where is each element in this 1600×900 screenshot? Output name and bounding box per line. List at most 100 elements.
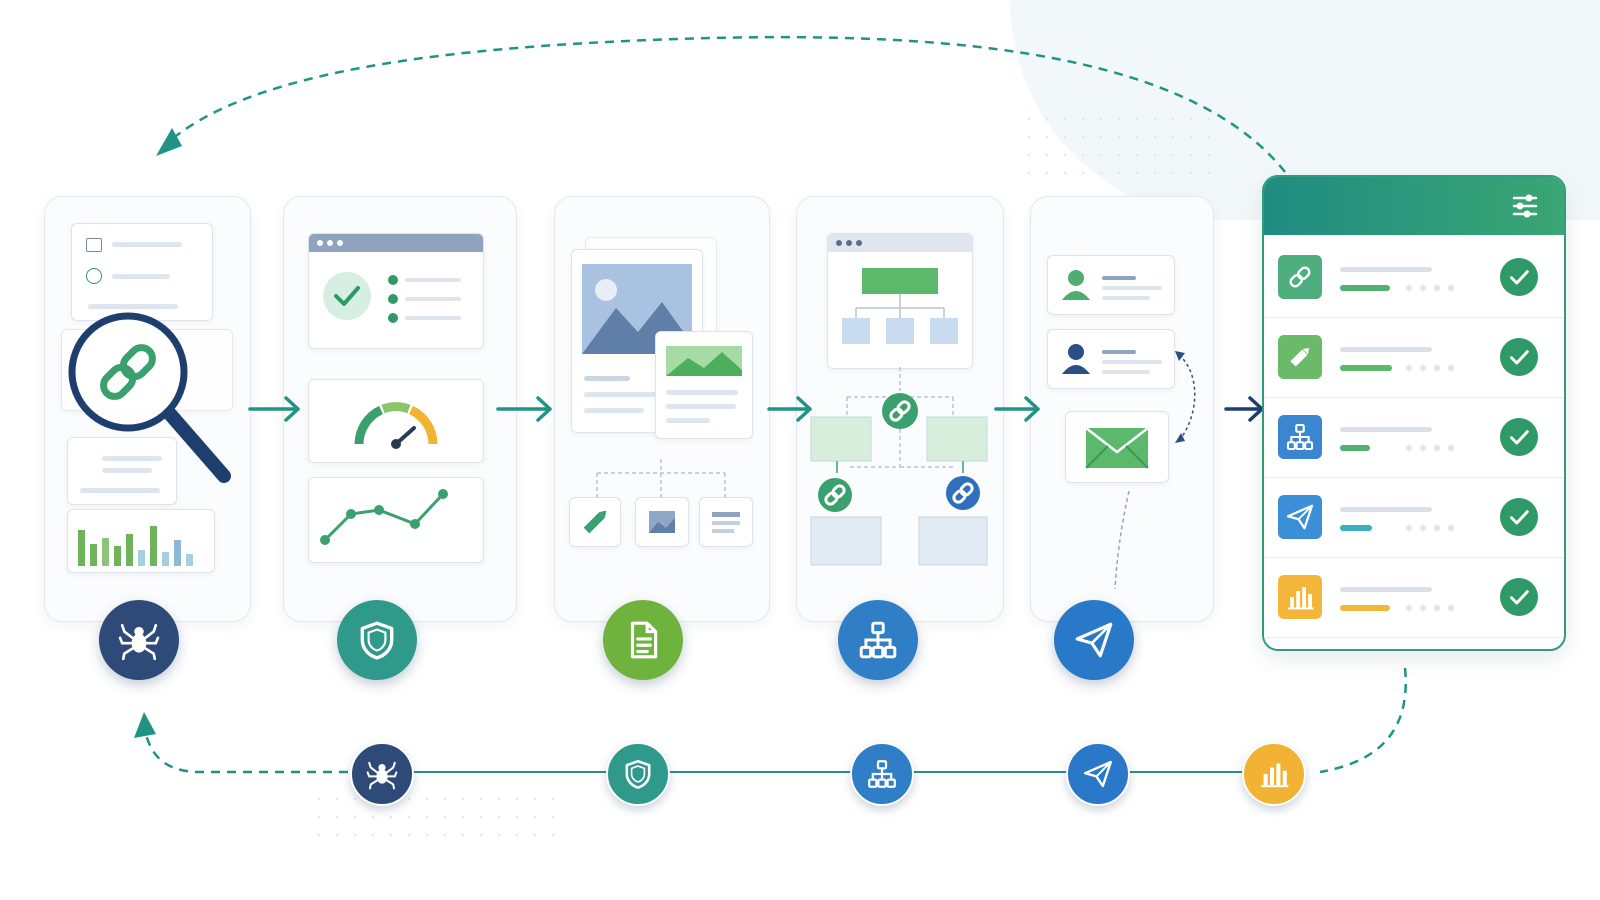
check-circle-icon — [1500, 258, 1538, 296]
result-tile — [1278, 335, 1322, 379]
progress-dot — [1420, 285, 1426, 291]
shield-icon — [625, 759, 651, 789]
progress-dot — [1420, 605, 1426, 611]
result-tile — [1278, 495, 1322, 539]
progress-dot — [1406, 525, 1412, 531]
timeline-send-icon[interactable] — [1066, 742, 1130, 806]
progress-dot — [1406, 605, 1412, 611]
progress-dot — [1448, 605, 1454, 611]
bar-chart-thumbnail — [67, 509, 215, 573]
progress-dot — [1434, 365, 1440, 371]
stage-card-outreach — [1030, 196, 1214, 622]
progress-dot — [1420, 365, 1426, 371]
checklist-window — [308, 233, 484, 349]
results-panel — [1262, 175, 1566, 651]
sitemap-icon — [868, 760, 896, 788]
pencil-tile — [569, 497, 621, 547]
result-row[interactable] — [1264, 397, 1564, 478]
stage-spider-icon[interactable] — [99, 600, 179, 680]
sitemap-icon — [1286, 423, 1314, 451]
progress-dot — [1406, 285, 1412, 291]
progress-dot — [1434, 285, 1440, 291]
progress-dot — [1448, 525, 1454, 531]
results-panel-header — [1264, 177, 1564, 235]
bottom-feedback-line — [1319, 667, 1407, 774]
result-title-placeholder — [1340, 347, 1432, 352]
result-title-placeholder — [1340, 427, 1432, 432]
progress-dot — [1420, 525, 1426, 531]
result-row[interactable] — [1264, 317, 1564, 398]
progress-dot — [1434, 445, 1440, 451]
progress-dot — [1448, 285, 1454, 291]
dot-pattern-bottom — [310, 790, 570, 850]
check-circle-icon — [323, 272, 371, 320]
outreach-connectors — [1114, 351, 1196, 590]
top-feedback-arrowhead — [156, 128, 182, 156]
trend-line-card — [308, 477, 484, 563]
progress-dot — [1434, 525, 1440, 531]
bottom-return-line — [142, 724, 348, 774]
result-row[interactable] — [1264, 237, 1564, 318]
result-tile — [1278, 575, 1322, 619]
pencil-icon — [1290, 347, 1310, 367]
timeline-spider-icon[interactable] — [350, 742, 414, 806]
check-circle-icon — [1500, 338, 1538, 376]
timeline-bar-chart-icon[interactable] — [1242, 742, 1306, 806]
stage-document-icon[interactable] — [603, 600, 683, 680]
sitemap-window — [827, 233, 973, 369]
contact-card — [1047, 255, 1175, 315]
result-progress-bar — [1340, 285, 1390, 291]
dot-pattern-top — [1020, 110, 1220, 190]
result-row[interactable] — [1264, 557, 1564, 638]
timeline-sitemap-icon[interactable] — [850, 742, 914, 806]
progress-dot — [1434, 605, 1440, 611]
result-progress-bar — [1340, 525, 1372, 531]
result-progress-bar — [1340, 605, 1390, 611]
page-snippet — [67, 437, 177, 505]
text-tile — [699, 497, 753, 547]
stage-card-audit — [283, 196, 517, 622]
spider-icon — [118, 623, 160, 661]
spider-icon — [366, 761, 398, 790]
link-icon — [1289, 266, 1311, 288]
check-circle-icon — [1500, 498, 1538, 536]
document-icon — [630, 621, 658, 659]
speed-gauge-card — [308, 379, 484, 463]
result-title-placeholder — [1340, 587, 1432, 592]
send-icon — [1084, 760, 1112, 788]
result-tile — [1278, 255, 1322, 299]
content-branch-lines — [596, 459, 726, 497]
contact-card — [1047, 329, 1175, 389]
send-icon — [1075, 622, 1113, 658]
green-image-card — [655, 331, 753, 439]
result-progress-bar — [1340, 445, 1370, 451]
magnifier-link-icon — [68, 312, 231, 483]
progress-dot — [1406, 445, 1412, 451]
result-title-placeholder — [1340, 507, 1432, 512]
stage-send-icon[interactable] — [1054, 600, 1134, 680]
stage-shield-icon[interactable] — [337, 600, 417, 680]
image-tile — [635, 497, 689, 547]
result-tile — [1278, 415, 1322, 459]
stage-card-content — [554, 196, 770, 622]
send-icon — [1286, 504, 1314, 530]
top-feedback-arrow — [159, 35, 1286, 173]
stage-card-structure — [796, 196, 1004, 622]
sitemap-icon — [859, 621, 897, 659]
bar-chart-icon — [1261, 763, 1289, 788]
result-progress-bar — [1340, 365, 1392, 371]
email-card — [1065, 411, 1169, 483]
stage-sitemap-icon[interactable] — [838, 600, 918, 680]
check-circle-icon — [1500, 418, 1538, 456]
result-row[interactable] — [1264, 477, 1564, 558]
progress-dot — [1406, 365, 1412, 371]
bottom-return-arrowhead — [134, 712, 156, 738]
timeline-shield-icon[interactable] — [606, 742, 670, 806]
progress-dot — [1420, 445, 1426, 451]
shield-icon — [360, 621, 394, 660]
check-circle-icon — [1500, 578, 1538, 616]
progress-dot — [1448, 445, 1454, 451]
link-graph — [810, 367, 988, 566]
sliders-icon[interactable] — [1512, 193, 1538, 219]
image-page — [571, 249, 703, 433]
